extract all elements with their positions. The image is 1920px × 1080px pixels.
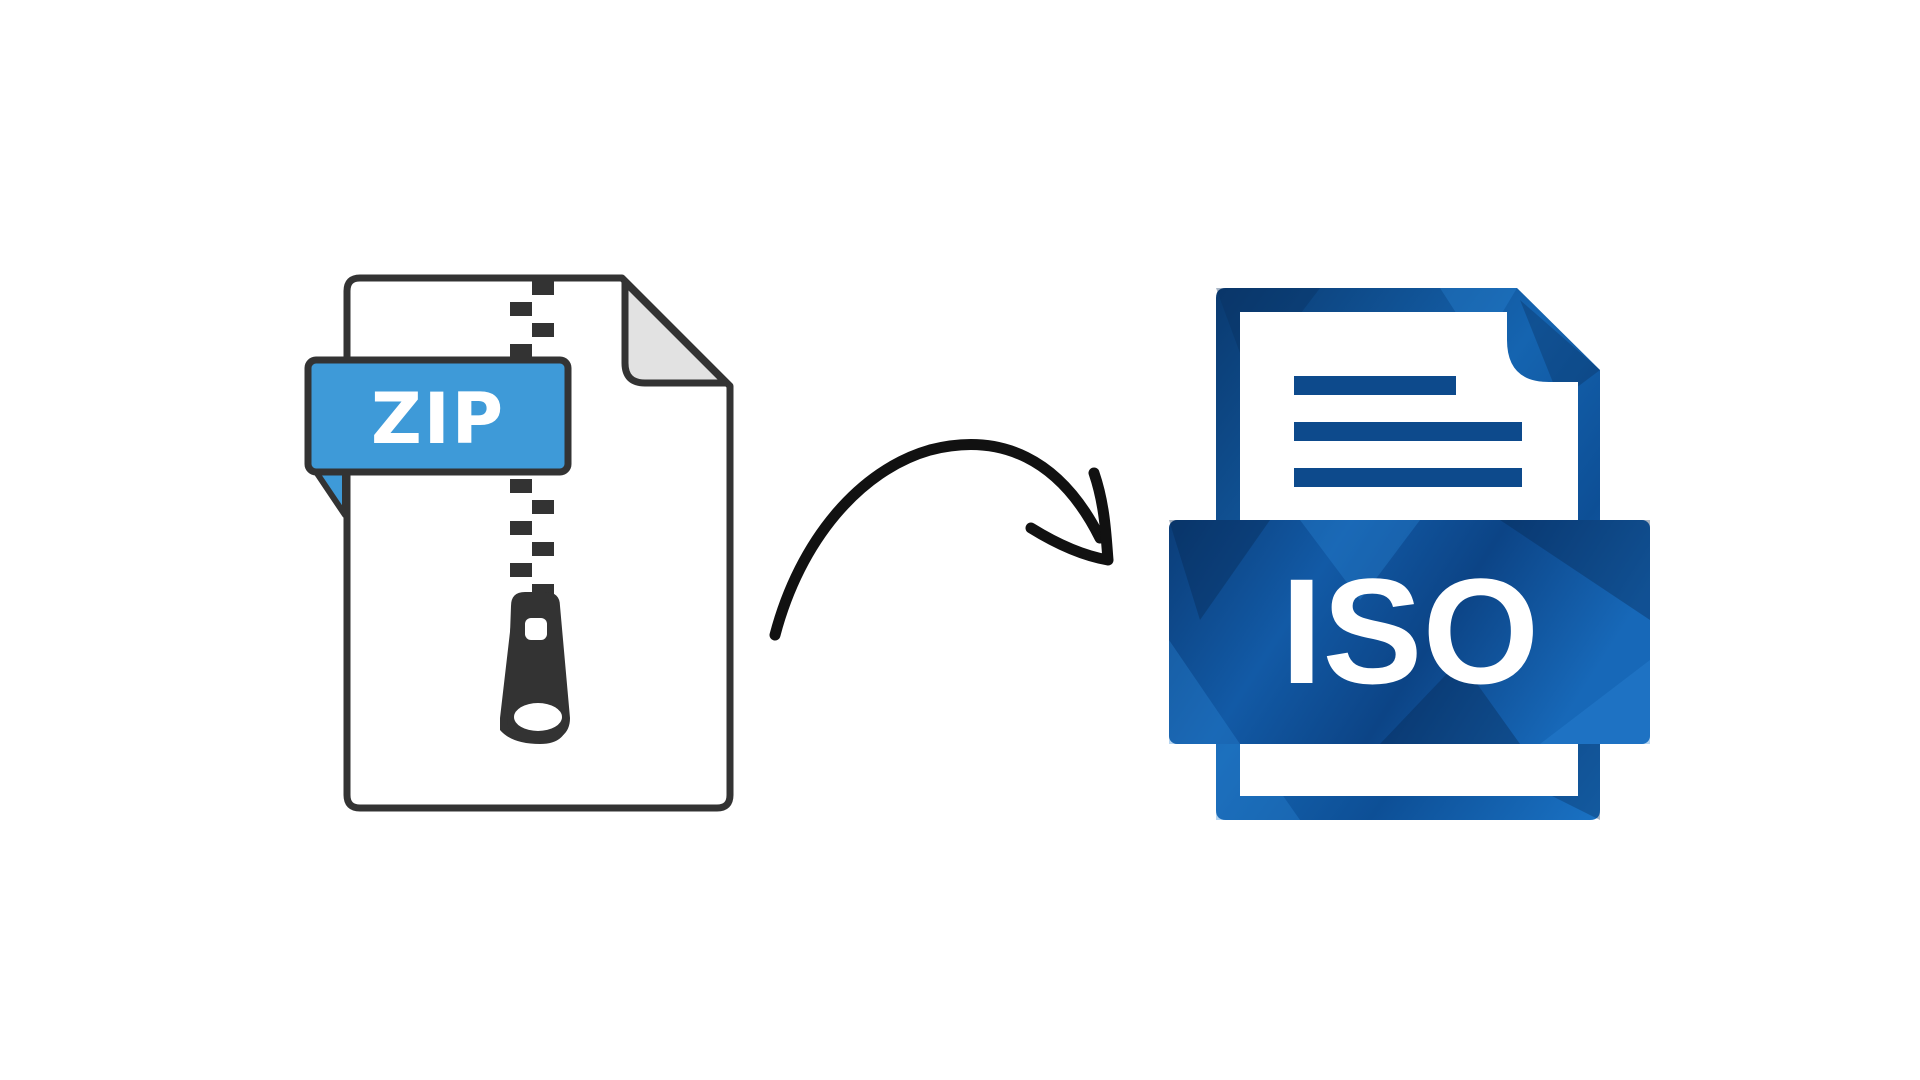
zip-file-icon: ZIP xyxy=(304,274,734,812)
curved-arrow-icon xyxy=(769,439,1114,641)
iso-file-icon: ISO xyxy=(1169,288,1650,820)
zip-label: ZIP xyxy=(371,378,505,460)
iso-label: ISO xyxy=(1281,547,1539,715)
zipper-pull-icon xyxy=(500,592,570,744)
arrow-head xyxy=(1025,467,1114,566)
zip-label-band: ZIP xyxy=(304,356,572,518)
iso-bottom-strip xyxy=(1240,744,1578,796)
iso-label-band: ISO xyxy=(1169,520,1650,744)
arrow-shaft xyxy=(769,439,1106,641)
zip-folded-corner xyxy=(621,278,730,387)
iso-page-text-lines xyxy=(1294,376,1522,487)
